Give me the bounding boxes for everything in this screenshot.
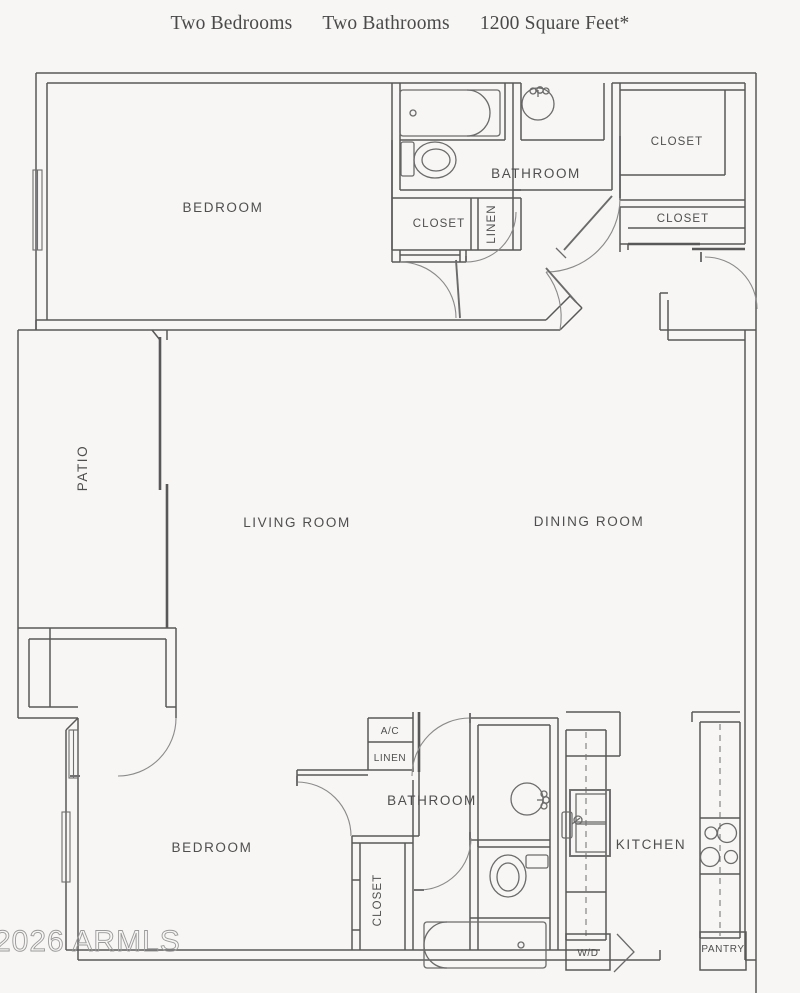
label-linen-top: LINEN bbox=[486, 204, 498, 243]
label-bathroom-bottom: BATHROOM bbox=[387, 793, 477, 808]
door-swings-bottom bbox=[61, 713, 472, 891]
label-closet-bottom: CLOSET bbox=[372, 874, 384, 927]
label-pantry: PANTRY bbox=[701, 944, 744, 955]
room-labels: BEDROOM BATHROOM CLOSET LINEN CLOSET CLO… bbox=[75, 136, 744, 959]
label-living-room: LIVING ROOM bbox=[243, 515, 351, 530]
kitchen-millwork bbox=[565, 711, 747, 973]
label-bedroom-bottom: BEDROOM bbox=[172, 840, 253, 855]
label-closet-entry-1: CLOSET bbox=[651, 136, 704, 148]
kitchen-sink bbox=[561, 789, 611, 857]
toilet-top bbox=[400, 141, 457, 179]
label-bedroom-top: BEDROOM bbox=[183, 200, 264, 215]
bathroom-bottom-walls bbox=[296, 712, 559, 950]
label-closet-entry-2: CLOSET bbox=[657, 213, 710, 225]
bathroom-top-walls bbox=[391, 83, 613, 263]
toilet-bottom bbox=[489, 854, 549, 898]
label-washer-dryer: W/D bbox=[577, 948, 598, 959]
bathtub-bottom bbox=[423, 921, 547, 969]
label-bathroom-top: BATHROOM bbox=[491, 166, 581, 181]
title-bathrooms: Two Bathrooms bbox=[322, 13, 450, 34]
door-swings-top bbox=[399, 195, 758, 331]
sink-vanity-top bbox=[521, 86, 555, 121]
label-kitchen: KITCHEN bbox=[616, 837, 686, 852]
title-area: 1200 Square Feet* bbox=[479, 13, 630, 34]
label-linen-bottom: LINEN bbox=[374, 753, 406, 764]
window-bedroom-top bbox=[32, 169, 43, 251]
label-dining-room: DINING ROOM bbox=[534, 514, 645, 529]
page-title: Two Bedrooms Two Bathrooms 1200 Square F… bbox=[0, 0, 800, 48]
bathtub-top bbox=[399, 89, 501, 137]
label-closet-bath-top: CLOSET bbox=[413, 218, 466, 230]
exterior-walls bbox=[17, 72, 757, 993]
sink-vanity-bottom bbox=[510, 782, 550, 816]
closets-entry bbox=[619, 83, 745, 252]
title-bedrooms: Two Bedrooms bbox=[170, 13, 293, 34]
cooktop-burners bbox=[699, 822, 739, 868]
label-patio: PATIO bbox=[75, 445, 90, 492]
label-ac-closet: A/C bbox=[381, 726, 399, 737]
